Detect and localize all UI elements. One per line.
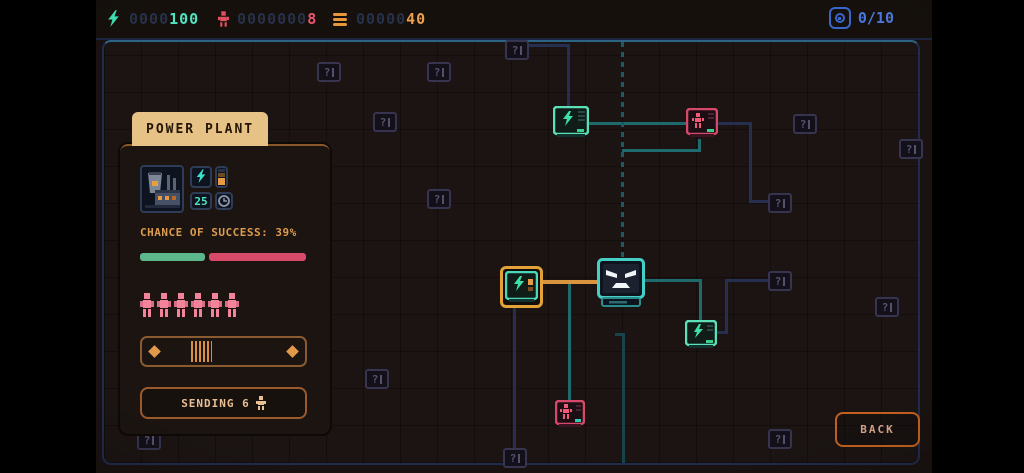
person-icon bbox=[560, 404, 572, 419]
connection-line bbox=[615, 333, 624, 336]
workers-row bbox=[140, 292, 239, 318]
node-person-top-right[interactable] bbox=[685, 107, 719, 142]
node-boss-core[interactable] bbox=[597, 258, 645, 311]
connection-line bbox=[749, 122, 752, 202]
unknown-node[interactable]: ? bbox=[427, 62, 451, 82]
building-icon bbox=[140, 165, 184, 213]
energy-resource: 0000100 bbox=[106, 0, 199, 38]
battery-indicator-icon bbox=[528, 279, 533, 285]
connection-line bbox=[716, 331, 728, 334]
worker-icon bbox=[157, 293, 171, 317]
cores-count: 0/10 bbox=[857, 9, 894, 27]
unknown-node[interactable]: ? bbox=[768, 429, 792, 449]
chance-bar-success bbox=[140, 253, 205, 261]
back-button[interactable]: BACK bbox=[835, 412, 920, 447]
person-icon bbox=[218, 11, 229, 27]
person-icon bbox=[692, 113, 704, 128]
worker-icon bbox=[174, 293, 188, 317]
lightning-icon bbox=[108, 9, 119, 27]
connection-line bbox=[645, 279, 702, 282]
slider-decrease-arrow[interactable] bbox=[148, 345, 161, 358]
unknown-node[interactable]: ? bbox=[768, 193, 792, 213]
connection-line bbox=[568, 284, 571, 402]
send-workers-button[interactable]: SENDING 6 bbox=[140, 387, 307, 419]
people-resource: 00000008 bbox=[218, 0, 317, 38]
slider-increase-arrow[interactable] bbox=[286, 345, 299, 358]
unknown-node[interactable]: ? bbox=[503, 448, 527, 468]
node-person-bottom[interactable] bbox=[554, 399, 586, 432]
dashed-path-line bbox=[621, 42, 624, 260]
connection-line bbox=[718, 122, 752, 125]
core-disc-icon bbox=[828, 7, 851, 29]
worker-icon bbox=[191, 293, 205, 317]
unknown-node[interactable]: ? bbox=[137, 430, 161, 450]
unknown-node[interactable]: ? bbox=[505, 40, 529, 60]
person-icon bbox=[255, 396, 266, 410]
lightning-icon bbox=[694, 324, 703, 338]
unknown-node[interactable]: ? bbox=[373, 112, 397, 132]
energy-cost-icon bbox=[190, 166, 212, 188]
unknown-node[interactable]: ? bbox=[317, 62, 341, 82]
battery-icon bbox=[215, 166, 228, 188]
chance-bar bbox=[140, 253, 306, 261]
angry-face-icon bbox=[606, 270, 636, 288]
panel-title-tab: POWER PLANT bbox=[132, 112, 269, 146]
energy-zeros: 0000 bbox=[129, 10, 170, 28]
lightning-icon bbox=[563, 111, 573, 126]
connection-line bbox=[622, 149, 701, 152]
lightning-icon bbox=[514, 276, 524, 291]
node-energy-selected-power-plant[interactable] bbox=[500, 266, 543, 308]
worker-icon bbox=[140, 293, 154, 317]
coins-icon bbox=[333, 12, 347, 26]
slider-handle[interactable] bbox=[191, 341, 212, 362]
duration-value: 25 bbox=[194, 194, 208, 208]
back-button-label: BACK bbox=[860, 423, 895, 436]
cores-badge: 0/10 bbox=[828, 7, 894, 29]
people-zeros: 0000000 bbox=[237, 10, 308, 28]
panel-title: POWER PLANT bbox=[146, 121, 255, 137]
unknown-node[interactable]: ? bbox=[365, 369, 389, 389]
active-connection-line bbox=[543, 280, 597, 284]
coins-resource: 0000040 bbox=[332, 0, 426, 38]
worker-icon bbox=[208, 293, 222, 317]
node-energy-mid[interactable] bbox=[684, 319, 718, 353]
node-energy-top[interactable] bbox=[552, 105, 590, 142]
connection-line bbox=[589, 122, 686, 125]
clock-icon bbox=[215, 192, 233, 210]
send-button-label: SENDING 6 bbox=[181, 396, 250, 410]
chance-bar-fail bbox=[208, 253, 306, 261]
top-bar: 0000100 00000008 0000040 0/10 bbox=[96, 0, 932, 40]
worker-icon bbox=[225, 293, 239, 317]
unknown-node[interactable]: ? bbox=[427, 189, 451, 209]
unknown-node[interactable]: ? bbox=[793, 114, 817, 134]
power-plant-panel: POWER PLANT bbox=[120, 112, 330, 434]
connection-line bbox=[749, 200, 768, 203]
unknown-node[interactable]: ? bbox=[899, 139, 923, 159]
coins-zeros: 00000 bbox=[356, 10, 407, 28]
connection-line bbox=[513, 308, 516, 452]
connection-line bbox=[699, 279, 702, 321]
connection-line bbox=[698, 139, 701, 150]
game-viewport: 0000100 00000008 0000040 0/10 bbox=[96, 0, 932, 473]
connection-line bbox=[725, 279, 768, 282]
connection-line bbox=[725, 279, 728, 334]
energy-value: 100 bbox=[169, 10, 200, 28]
worker-count-slider[interactable] bbox=[140, 336, 307, 367]
coins-value: 40 bbox=[406, 10, 427, 28]
people-value: 8 bbox=[307, 10, 318, 28]
unknown-node[interactable]: ? bbox=[875, 297, 899, 317]
connection-line bbox=[567, 44, 570, 107]
unknown-node[interactable]: ? bbox=[768, 271, 792, 291]
connection-line bbox=[622, 333, 625, 463]
connection-line bbox=[527, 44, 569, 47]
chance-of-success-label: CHANCE OF SUCCESS: 39% bbox=[140, 226, 297, 239]
duration-badge: 25 bbox=[190, 192, 212, 210]
